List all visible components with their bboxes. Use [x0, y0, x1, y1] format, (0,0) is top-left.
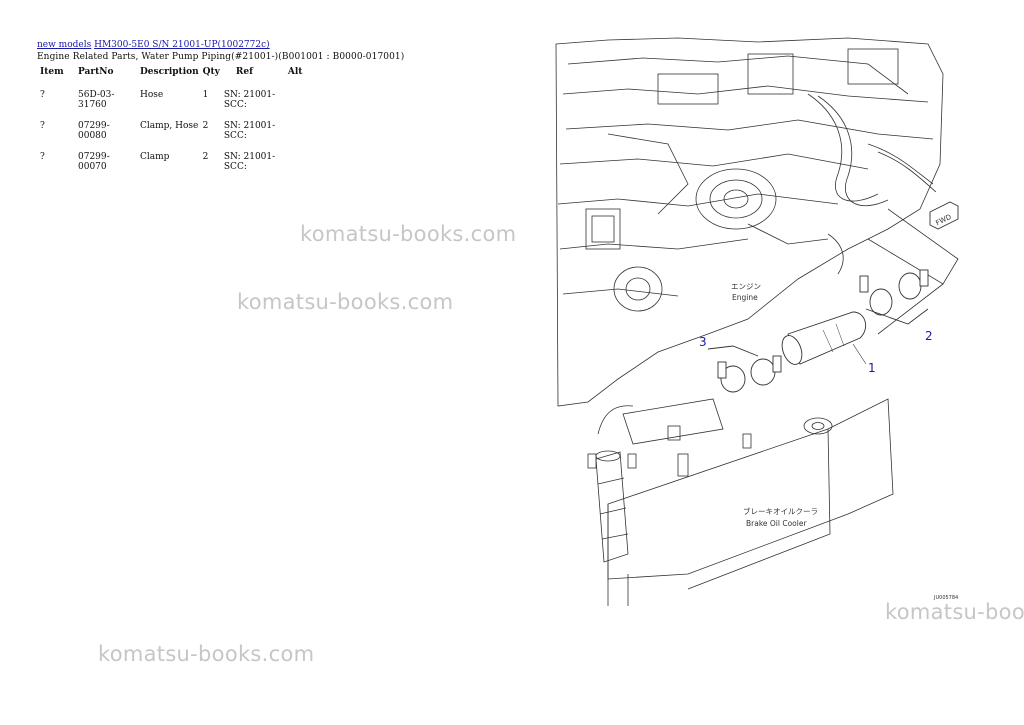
- cell-alt: [286, 149, 312, 180]
- brake-oil-cooler: [587, 398, 894, 606]
- figure-code: JU005784: [933, 595, 958, 601]
- table-row: ? 07299-00070 Clamp 2 SN: 21001-SCC:: [36, 149, 312, 180]
- header-qty: Qty: [202, 67, 220, 77]
- cell-description: Hose: [140, 90, 164, 100]
- cell-alt: [286, 87, 312, 118]
- cell-partno: 56D-03-31760: [78, 90, 115, 110]
- cell-ref: SN: 21001-SCC:: [223, 152, 276, 172]
- hose-part: [781, 311, 867, 365]
- callout-1: 1: [868, 361, 876, 375]
- parts-table: Item PartNo Description Qty Ref Alt ? 56…: [36, 66, 312, 180]
- cell-description: Clamp: [140, 152, 170, 162]
- header-partno: PartNo: [78, 67, 114, 77]
- parts-diagram: FWD エンジン Engine 1 2 3: [555, 37, 959, 606]
- cell-partno: 07299-00080: [78, 121, 110, 141]
- page-title: Engine Related Parts, Water Pump Piping(…: [37, 52, 405, 62]
- cell-alt: [286, 118, 312, 149]
- header-item: Item: [40, 67, 64, 77]
- table-row: ? 56D-03-31760 Hose 1 SN: 21001-SCC:: [36, 87, 312, 118]
- cell-qty: 2: [202, 121, 209, 131]
- cell-ref: SN: 21001-SCC:: [223, 121, 276, 141]
- table-row: ? 07299-00080 Clamp, Hose 2 SN: 21001-SC…: [36, 118, 312, 149]
- cell-item: ?: [40, 152, 45, 162]
- cell-ref: SN: 21001-SCC:: [223, 90, 276, 110]
- cell-description: Clamp, Hose: [140, 121, 199, 131]
- callout-2: 2: [925, 329, 933, 343]
- breadcrumb: new models HM300-5E0 S/N 21001-UP(100277…: [37, 40, 270, 50]
- cell-item: ?: [40, 90, 45, 100]
- breadcrumb-link-new-models[interactable]: new models: [37, 40, 92, 50]
- breadcrumb-link-model[interactable]: HM300-5E0 S/N 21001-UP(1002772c): [94, 40, 270, 50]
- watermark-2: komatsu-books.com: [237, 290, 454, 314]
- cell-qty: 1: [202, 90, 209, 100]
- watermark-3: komatsu-books.com: [98, 642, 315, 666]
- watermark-1: komatsu-books.com: [300, 222, 517, 246]
- hose-clamp-part: [859, 269, 929, 325]
- watermark-4: komatsu-books.com: [885, 600, 1024, 624]
- header-ref: Ref: [235, 67, 253, 77]
- table-header-row: Item PartNo Description Qty Ref Alt: [36, 66, 312, 87]
- cell-qty: 2: [202, 152, 209, 162]
- engine-label-jp: エンジン: [731, 282, 761, 291]
- fwd-arrow-icon: [929, 201, 959, 230]
- cooler-label-jp: ブレーキオイルクーラ: [743, 506, 818, 516]
- header-description: Description: [140, 67, 199, 77]
- clamp-part: [707, 345, 782, 393]
- cooler-label: Brake Oil Cooler: [746, 519, 807, 528]
- cell-item: ?: [40, 121, 45, 131]
- header-alt: Alt: [287, 67, 303, 77]
- callout-3: 3: [699, 335, 707, 349]
- cell-partno: 07299-00070: [78, 152, 110, 172]
- engine-label: Engine: [732, 293, 758, 302]
